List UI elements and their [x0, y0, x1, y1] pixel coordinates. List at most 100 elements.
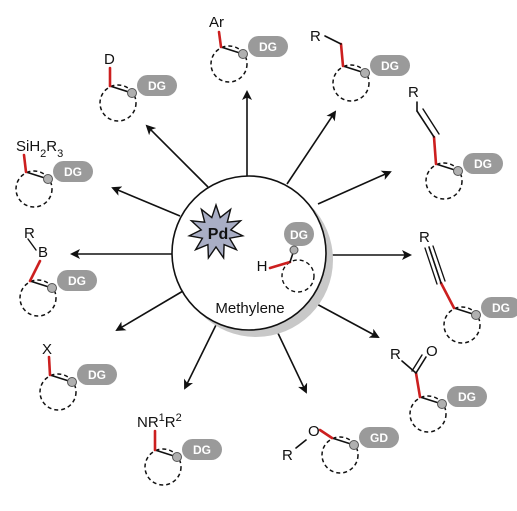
- dg-pill: [137, 75, 177, 96]
- attachment-dot: [172, 452, 182, 462]
- attachment-dot: [67, 377, 77, 387]
- attachment-dot: [349, 440, 359, 450]
- aryl-label: Ar: [209, 14, 224, 31]
- attachment-dot: [47, 283, 57, 293]
- dashed-ring: [99, 84, 137, 122]
- label-part: 3: [57, 148, 63, 160]
- dashed-ring: [210, 45, 248, 83]
- product-amine: DG NR1R2: [137, 412, 222, 486]
- arrow-to-silyl: [111, 186, 181, 217]
- arrow-to-ketone: [312, 301, 380, 338]
- alkynyl-r-label: R: [419, 229, 430, 246]
- ether-o-label: O: [308, 423, 320, 440]
- dg-label: DG: [64, 165, 82, 179]
- attachment-dot: [360, 68, 370, 78]
- boryl-r-label: R: [24, 225, 35, 242]
- product-deuterium: DG D: [99, 51, 177, 122]
- attachment-dot: [453, 166, 463, 176]
- product-aryl: DG Ar: [209, 14, 288, 83]
- alkyne-bond-2: [432, 245, 446, 282]
- dg-pill: [77, 364, 117, 385]
- dg-pill: [370, 55, 410, 76]
- dg-label: DG: [193, 443, 211, 457]
- alkene-double-bond: [422, 108, 440, 135]
- boron-label: B: [38, 244, 48, 261]
- dashed-ring: [409, 395, 447, 433]
- dashed-ring: [39, 373, 77, 411]
- new-bond-red: [432, 135, 438, 166]
- arrow-to-deuterium: [145, 124, 209, 188]
- pd-label: Pd: [208, 226, 228, 243]
- arrow-to-amine: [184, 324, 217, 390]
- alkenyl-r-label: R: [408, 84, 419, 101]
- alkyl-chain-bond: [324, 35, 342, 45]
- amine-label: NR1R2: [137, 412, 182, 431]
- arrows: [70, 90, 412, 394]
- dg-label: GD: [370, 431, 388, 445]
- central-substrate: Pd H Methylene: [171, 175, 333, 337]
- label-part: R: [46, 138, 57, 155]
- dg-pill: [359, 427, 399, 448]
- carbonyl-bond: [415, 356, 427, 374]
- carbonyl-bond-2: [411, 354, 423, 372]
- central-dashed-ring: [281, 259, 315, 293]
- attachment-dot: [127, 88, 137, 98]
- boron-r-bond: [27, 238, 37, 251]
- deuterium-label: D: [104, 51, 115, 68]
- dg-label: DG: [259, 40, 277, 54]
- methylene-caption: Methylene: [215, 300, 284, 317]
- dg-label: DG: [88, 368, 106, 382]
- central-dg-pill: [284, 222, 314, 246]
- dg-label: DG: [474, 157, 492, 171]
- central-ch-bond-red: [268, 260, 292, 270]
- ether-r-bond: [295, 439, 307, 449]
- ketone-r-label: R: [390, 346, 401, 363]
- label-part: 1: [159, 412, 165, 424]
- attachment-dot: [471, 310, 481, 320]
- new-bond-red: [439, 281, 456, 310]
- silyl-label: SiH2R3: [16, 138, 63, 160]
- alkyne-bond-3: [424, 247, 438, 285]
- label-part: 2: [40, 148, 46, 160]
- arrow-to-ether: [275, 328, 308, 394]
- ketone-r-bond: [401, 360, 417, 374]
- product-alkyl: DGR: [310, 28, 410, 102]
- dg-label: DG: [68, 274, 86, 288]
- dashed-ring: [15, 170, 53, 208]
- ketone-o-label: O: [426, 343, 438, 360]
- alkyne-bond: [428, 246, 442, 284]
- product-halide: DGX: [39, 341, 117, 411]
- label-part: SiH: [16, 138, 40, 155]
- dg-label: DG: [381, 59, 399, 73]
- dashed-ring: [332, 64, 370, 102]
- product-alkenyl: DG R: [408, 84, 503, 200]
- central-fragment: DG: [268, 222, 315, 293]
- new-bond-red: [414, 371, 422, 399]
- product-alkynyl: DG R: [419, 229, 517, 344]
- dashed-ring: [19, 279, 57, 317]
- dg-label: DG: [148, 79, 166, 93]
- products: DGDDGArDGRDGRDGSiH2R3DGBRDGRDGXDGNR1R2GD…: [15, 14, 517, 486]
- dg-pill: [447, 386, 487, 407]
- new-bond-red: [22, 153, 28, 174]
- product-boryl: DG BR: [19, 225, 97, 317]
- dashed-ring: [144, 448, 182, 486]
- new-bond-red: [47, 355, 52, 377]
- dg-pill: [463, 153, 503, 174]
- central-dg-label: DG: [290, 228, 308, 242]
- dg-pill: [182, 439, 222, 460]
- dg-pill: [248, 36, 288, 57]
- label-part: 2: [176, 412, 182, 424]
- pd-star-icon: [187, 202, 245, 261]
- dg-label: DG: [492, 301, 510, 315]
- central-circle: [171, 175, 327, 331]
- label-part: R: [165, 414, 176, 431]
- arrow-to-alkyl: [286, 110, 337, 185]
- new-bond-red: [318, 428, 334, 440]
- ether-r-label: R: [282, 447, 293, 464]
- arrow-to-alkenyl: [317, 170, 392, 205]
